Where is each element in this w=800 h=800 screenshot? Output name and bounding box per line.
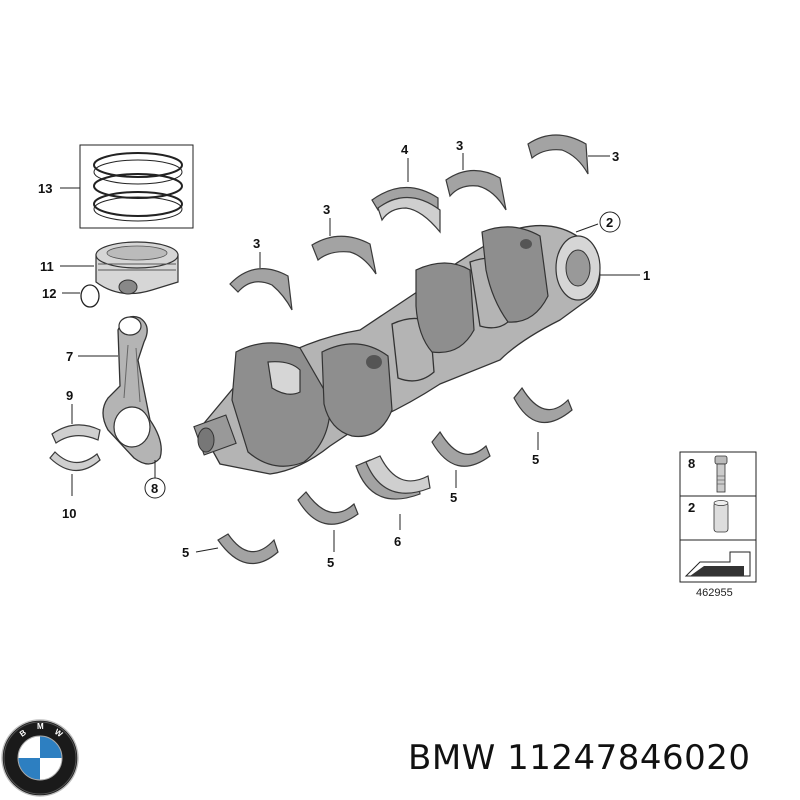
legend-item-8-label: 8 <box>688 456 695 471</box>
callout-3b: 3 <box>323 202 330 217</box>
legend-item-2-label: 2 <box>688 500 695 515</box>
thrust-bearing <box>371 186 441 234</box>
bolt-icon <box>714 455 728 493</box>
callout-7: 7 <box>66 349 73 364</box>
piston <box>95 241 179 295</box>
bearing-shell-5a <box>217 533 279 565</box>
bearing-shell-5b <box>297 491 359 525</box>
callout-6: 6 <box>394 534 401 549</box>
callout-13: 13 <box>38 181 52 196</box>
bearing-shell-5d <box>513 386 573 424</box>
bearing-shell-3c <box>445 169 507 211</box>
callout-5c: 5 <box>450 490 457 505</box>
bearing-shell-3b <box>311 235 377 275</box>
part-number: 11247846020 <box>507 738 751 778</box>
brand-name: BMW <box>408 738 496 778</box>
callout-11: 11 <box>40 259 54 274</box>
svg-text:M: M <box>37 722 44 731</box>
parts-legend: 8 2 <box>679 451 757 583</box>
callout-5a: 5 <box>182 545 189 560</box>
crankshaft <box>193 224 601 475</box>
callout-9: 9 <box>66 388 73 403</box>
callout-8: 8 <box>151 481 158 496</box>
bearing-shell-3a <box>229 268 293 311</box>
conrod-bearing-lower <box>49 451 101 472</box>
callout-5d: 5 <box>532 452 539 467</box>
callout-3a: 3 <box>253 236 260 251</box>
thrust-bearing-lower <box>355 455 431 500</box>
callout-4: 4 <box>401 142 409 157</box>
bearing-shell-3d <box>527 134 589 175</box>
bearing-shell-5c <box>431 430 491 467</box>
callout-5b: 5 <box>327 555 334 570</box>
conrod-bearing-upper <box>51 424 101 444</box>
dowel-pin-icon <box>713 500 729 533</box>
svg-text:B: B <box>18 728 28 739</box>
callout-2: 2 <box>606 215 613 230</box>
piston-rings-set <box>79 144 194 229</box>
bmw-logo: B M W <box>1 719 79 797</box>
part-caption: BMW 11247846020 <box>408 738 751 778</box>
callout-3c: 3 <box>456 138 463 153</box>
callout-10: 10 <box>62 506 76 521</box>
callout-3d: 3 <box>612 149 619 164</box>
diagram-reference-number: 462955 <box>696 587 733 599</box>
svg-text:W: W <box>53 727 65 739</box>
callout-1: 1 <box>643 268 650 283</box>
circlip <box>80 284 100 308</box>
connecting-rod <box>102 315 162 465</box>
callout-12: 12 <box>42 286 56 301</box>
scale-indicator-icon <box>684 551 751 577</box>
